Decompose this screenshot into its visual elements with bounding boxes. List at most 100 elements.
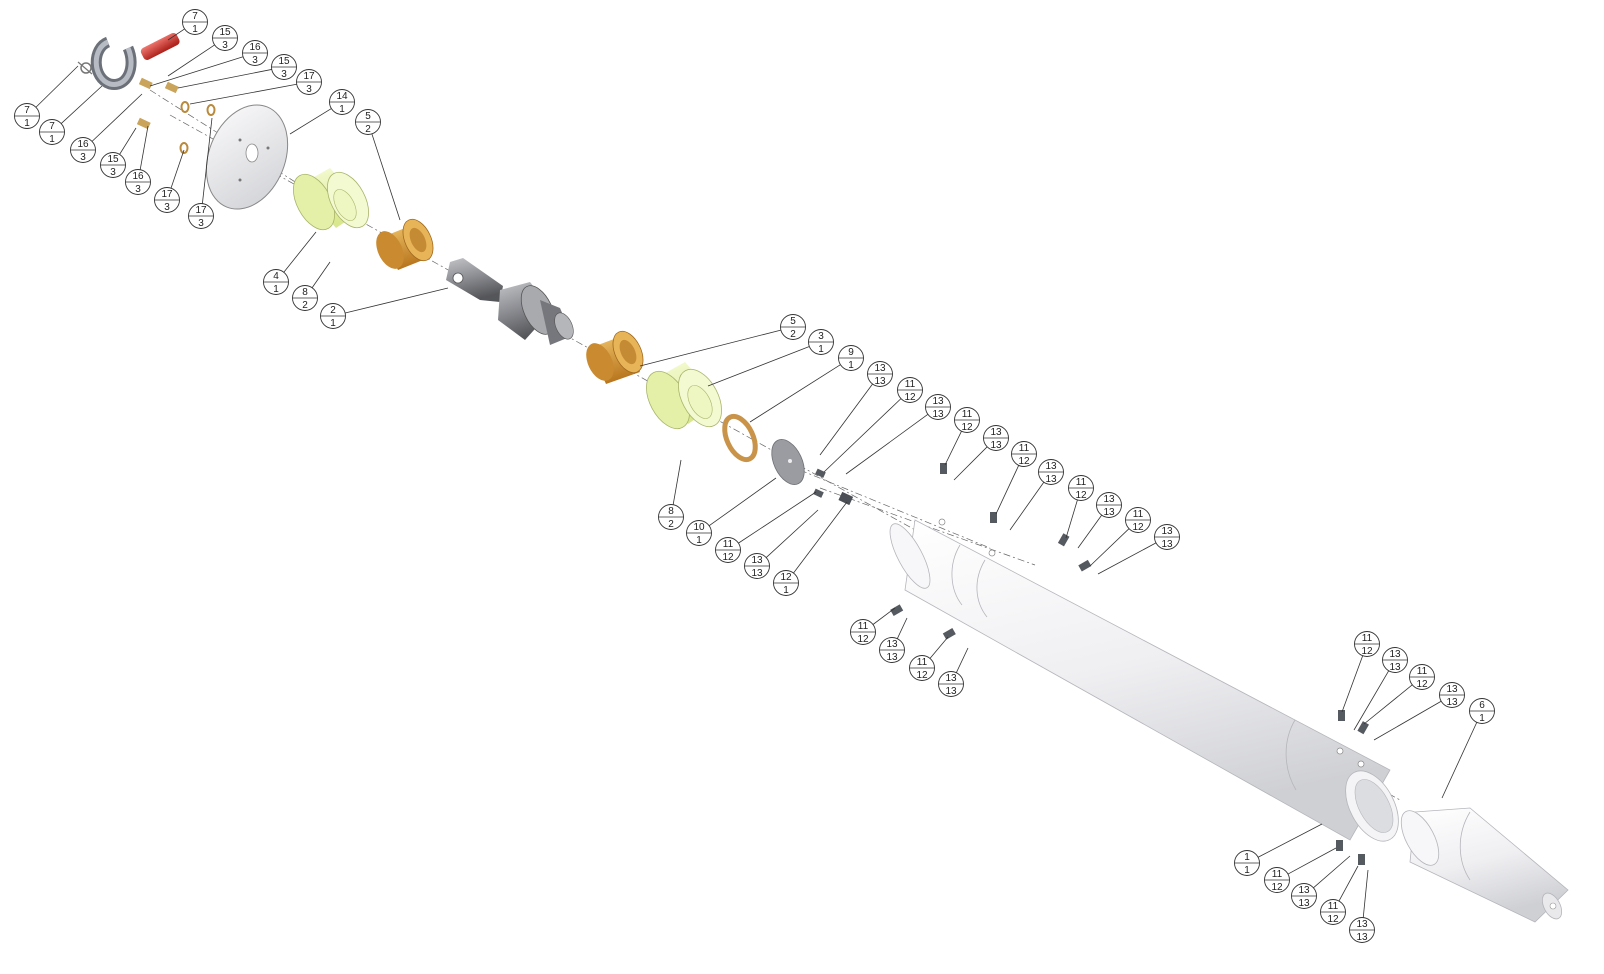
quantity: 12 bbox=[904, 392, 916, 403]
item-number: 8 bbox=[302, 287, 308, 298]
leader-line bbox=[1065, 499, 1078, 539]
item-number: 13 bbox=[1045, 461, 1057, 472]
leader-line bbox=[1353, 670, 1390, 731]
leader-line bbox=[60, 85, 103, 124]
callout-balloon-item-14: 141 bbox=[329, 89, 355, 115]
item-number: 11 bbox=[1133, 509, 1144, 520]
callout-balloon-item-16: 163 bbox=[70, 137, 96, 163]
sleeve-3-part bbox=[646, 362, 722, 430]
quantity: 1 bbox=[848, 360, 854, 371]
leader-line bbox=[35, 65, 79, 108]
callout-balloon-item-15: 153 bbox=[271, 54, 297, 80]
quantity: 1 bbox=[339, 104, 345, 115]
item-number: 11 bbox=[1328, 901, 1339, 912]
callout-balloon-item-17: 173 bbox=[188, 203, 214, 229]
leader-line bbox=[995, 465, 1020, 515]
leader-line bbox=[819, 383, 873, 456]
quantity: 12 bbox=[961, 422, 973, 433]
bushing-upper-part bbox=[376, 218, 434, 270]
item-number: 4 bbox=[273, 271, 279, 282]
leader-line bbox=[707, 346, 810, 387]
quantity: 2 bbox=[302, 300, 308, 311]
quantity: 3 bbox=[281, 69, 287, 80]
item-number: 11 bbox=[723, 539, 734, 550]
item-number: 11 bbox=[1076, 477, 1087, 488]
item-number: 8 bbox=[668, 506, 674, 517]
leader-line bbox=[1441, 722, 1478, 799]
item-number: 13 bbox=[1446, 684, 1458, 695]
leader-line bbox=[1313, 855, 1351, 889]
item-number: 16 bbox=[77, 139, 89, 150]
item-number: 17 bbox=[161, 189, 173, 200]
quantity: 3 bbox=[222, 40, 228, 51]
item-number: 13 bbox=[932, 396, 944, 407]
quantity: 2 bbox=[365, 124, 371, 135]
leader-line bbox=[708, 477, 777, 527]
callout-balloon-item-8: 82 bbox=[292, 285, 318, 311]
item-number: 11 bbox=[962, 409, 973, 420]
item-number: 13 bbox=[751, 555, 763, 566]
item-number: 3 bbox=[818, 331, 824, 342]
quantity: 1 bbox=[1244, 865, 1250, 876]
item-number: 11 bbox=[1272, 869, 1283, 880]
quantity: 12 bbox=[916, 670, 928, 681]
quantity: 13 bbox=[1298, 898, 1310, 909]
item-number: 14 bbox=[336, 91, 348, 102]
quantity: 12 bbox=[1361, 646, 1373, 657]
washer-part bbox=[722, 413, 758, 463]
callout-balloon-item-7: 71 bbox=[182, 9, 208, 35]
callout-balloon-item-8: 82 bbox=[658, 504, 684, 530]
leader-line bbox=[177, 69, 272, 89]
item-number: 13 bbox=[1161, 526, 1173, 537]
tube-screws bbox=[890, 463, 1369, 865]
quantity: 1 bbox=[1479, 713, 1485, 724]
leader-line bbox=[1089, 528, 1130, 567]
quantity: 1 bbox=[330, 318, 336, 329]
leader-line bbox=[371, 133, 401, 221]
item-number: 13 bbox=[945, 673, 957, 684]
leader-line bbox=[765, 509, 819, 558]
leader-line bbox=[201, 117, 213, 204]
quantity: 13 bbox=[1103, 507, 1115, 518]
quantity: 1 bbox=[24, 118, 30, 129]
quantity: 12 bbox=[722, 552, 734, 563]
quantity: 3 bbox=[198, 218, 204, 229]
item-number: 2 bbox=[330, 305, 336, 316]
nose-cone-part bbox=[1400, 807, 1569, 923]
callout-balloon-item-12: 121 bbox=[773, 570, 799, 596]
item-number: 15 bbox=[278, 56, 290, 67]
quantity: 13 bbox=[1446, 697, 1458, 708]
item-number: 13 bbox=[1356, 919, 1368, 930]
quantity: 1 bbox=[192, 24, 198, 35]
item-number: 13 bbox=[1298, 885, 1310, 896]
quantity: 12 bbox=[1271, 882, 1283, 893]
sleeve-4-part bbox=[293, 168, 369, 231]
quantity: 12 bbox=[857, 634, 869, 645]
shaft-part bbox=[446, 258, 574, 345]
quantity: 1 bbox=[696, 535, 702, 546]
item-number: 13 bbox=[1103, 494, 1115, 505]
leader-line bbox=[738, 491, 817, 544]
quantity: 13 bbox=[945, 686, 957, 697]
quantity: 3 bbox=[135, 184, 141, 195]
callout-balloon-item-1: 11 bbox=[1234, 850, 1260, 876]
item-number: 9 bbox=[848, 347, 854, 358]
